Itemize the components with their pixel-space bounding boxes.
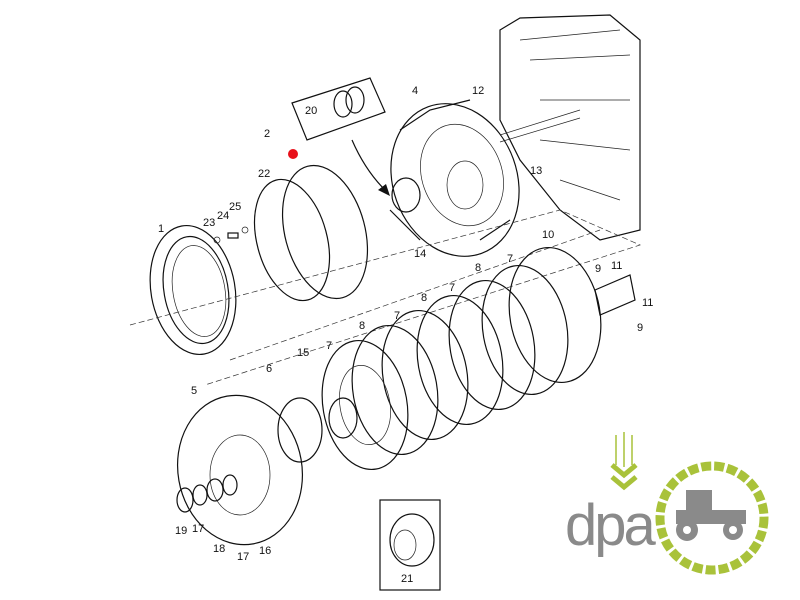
seal-ring-part-14	[391, 177, 421, 213]
svg-text:dpa: dpa	[565, 493, 657, 558]
callout-8: 8	[359, 320, 365, 332]
callout-7: 7	[507, 253, 513, 265]
clutch-cylinder-part-4	[389, 99, 520, 257]
arrow-icon	[351, 139, 386, 191]
tractor-icon	[676, 490, 746, 541]
callout-7: 7	[326, 340, 332, 352]
callout-9: 9	[595, 263, 601, 275]
callout-10: 10	[542, 229, 554, 241]
callout-18: 18	[213, 543, 225, 555]
callout-14: 14	[414, 248, 426, 260]
transmission-housing	[499, 14, 641, 241]
callout-11: 11	[642, 297, 653, 309]
ring-part-22	[253, 178, 331, 302]
callout-23: 23	[203, 217, 215, 229]
callout-21: 21	[401, 573, 413, 585]
inset-box-part-20	[291, 77, 390, 196]
clutch-plates	[321, 246, 602, 471]
callout-16: 16	[259, 545, 271, 557]
callout-5: 5	[191, 385, 197, 397]
callout-8: 8	[421, 292, 427, 304]
callout-4: 4	[412, 85, 418, 97]
callout-labels: 1 2 20 22 23 24 25 4 12 13 14 10 9 11 11…	[158, 85, 653, 585]
callout-7: 7	[394, 310, 400, 322]
callout-11: 11	[611, 260, 622, 272]
callout-15: 15	[297, 347, 309, 359]
dpa-logo: dpa	[565, 432, 769, 575]
inset-box-part-21	[379, 499, 441, 591]
callout-24: 24	[217, 210, 229, 222]
callout-12: 12	[472, 85, 484, 97]
piston-part-1	[149, 224, 237, 356]
callout-17: 17	[192, 523, 204, 535]
hub-part-6	[277, 397, 323, 463]
callout-20: 20	[305, 105, 317, 117]
highlight-marker	[288, 149, 298, 159]
callout-8: 8	[475, 262, 481, 274]
callout-1: 1	[158, 223, 164, 235]
callout-7: 7	[449, 282, 455, 294]
callout-17: 17	[237, 551, 249, 563]
ring-part-15	[328, 397, 358, 439]
hub-plate-part-5	[176, 394, 304, 546]
callout-19: 19	[175, 525, 187, 537]
ring-part-2	[281, 164, 369, 300]
callout-22: 22	[258, 168, 270, 180]
spring-assembly	[594, 274, 636, 316]
callout-25: 25	[229, 201, 241, 213]
callout-2: 2	[264, 128, 270, 140]
callout-6: 6	[266, 363, 272, 375]
callout-9: 9	[637, 322, 643, 334]
wheat-icon	[610, 463, 638, 491]
callout-13: 13	[530, 165, 542, 177]
